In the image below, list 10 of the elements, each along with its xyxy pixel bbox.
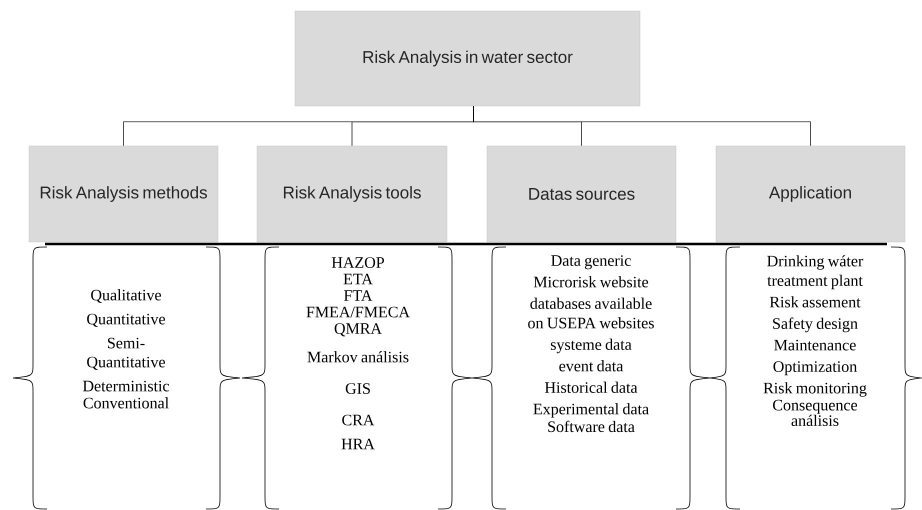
brace-box: Drinking wáter treatment plant Risk assement Safety design Maintenance Optimization Risk monitoring Consequence análisis	[710, 246, 922, 510]
category-box: Risk Analysis in water sector	[294, 10, 640, 106]
brace-box: Data generic Microrisk website databases available on USEPA websites systeme data event data Historical data Experimental data Software data	[472, 246, 710, 510]
brace-box: Qualitative Quantitative Semi-Quantitative Deterministic Conventional	[12, 246, 240, 510]
category-box: Risk Analysis methods	[28, 146, 218, 242]
category-box: Risk Analysis tools	[256, 146, 448, 242]
category-box: Application	[716, 146, 906, 242]
connector-line	[473, 106, 811, 146]
brace-box: HAZOP ETA FTA FMEA/FMECA QMRA Markov análisis GIS CRA HRA	[242, 246, 472, 510]
category-box: Datas sources	[486, 146, 676, 242]
